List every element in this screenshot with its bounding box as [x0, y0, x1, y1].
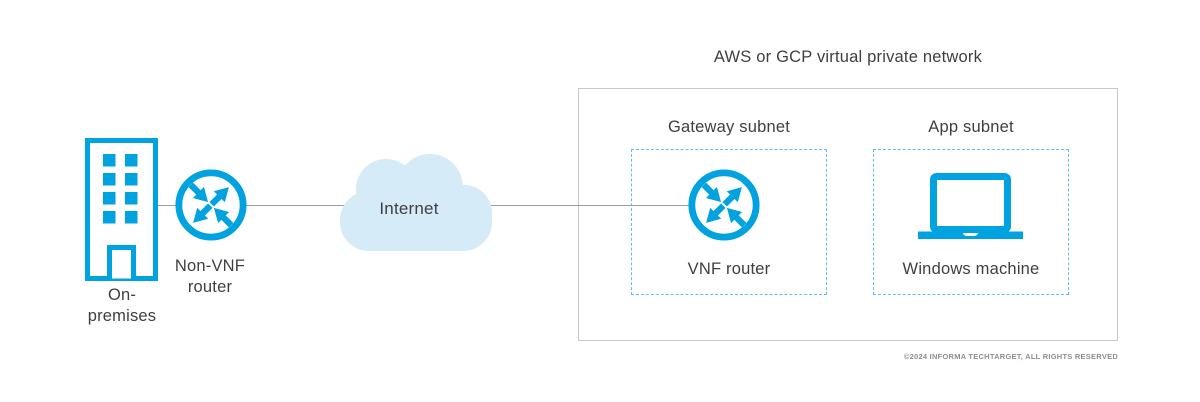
- vpn-box: [578, 88, 1118, 341]
- copyright-text: ©2024 INFORMA TECHTARGET, ALL RIGHTS RES…: [903, 352, 1118, 361]
- building-icon: [85, 138, 158, 281]
- app-subnet-label: App subnet: [928, 118, 1014, 136]
- on-premises-label: On- premises: [52, 285, 192, 327]
- router-icon: [687, 168, 761, 242]
- gateway-subnet-label: Gateway subnet: [667, 118, 791, 136]
- app-subnet-box: [873, 149, 1069, 295]
- router-icon: [174, 168, 248, 242]
- cloud-icon: [338, 151, 494, 252]
- gateway-subnet-box: [631, 149, 827, 295]
- on-premises-line2: premises: [87, 307, 157, 325]
- vnf-router-label: VNF router: [687, 260, 771, 278]
- on-premises-line1: On-: [107, 286, 137, 304]
- non-vnf-line1: Non-VNF: [174, 257, 246, 275]
- windows-machine-label: Windows machine: [902, 260, 1040, 278]
- non-vnf-line2: router: [187, 278, 233, 296]
- internet-label: Internet: [379, 199, 439, 218]
- non-vnf-router-label: Non-VNF router: [140, 256, 280, 298]
- vpn-title: AWS or GCP virtual private network: [713, 48, 983, 66]
- laptop-icon: [918, 172, 1023, 240]
